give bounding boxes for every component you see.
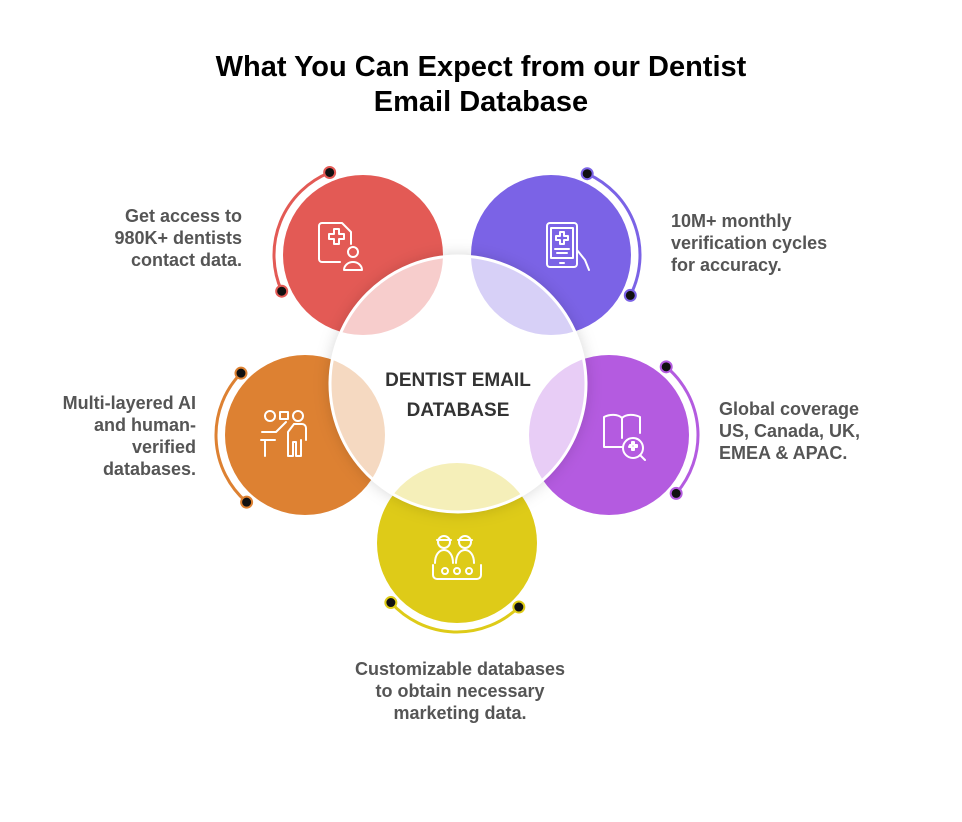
center-label: DENTIST EMAIL DATABASE — [338, 366, 578, 426]
team-workers-icon — [432, 535, 482, 580]
overlap-tint — [471, 257, 585, 335]
arc-endpoint-dot — [234, 366, 248, 380]
desc-line: 980K+ dentists — [114, 228, 242, 248]
desc-line: Customizable databases — [354, 659, 566, 679]
center-circle — [330, 256, 586, 512]
decorative-arc — [389, 601, 520, 634]
arc-endpoint-dot — [623, 288, 637, 302]
title-line: Email Database — [373, 86, 589, 118]
title-line: What You Can Expect from our Dentist — [215, 51, 747, 83]
desc-line: for accuracy. — [671, 255, 782, 275]
desc-line: databases. — [102, 459, 196, 479]
tablet-medical-icon — [546, 222, 590, 271]
book-search-medical-icon — [603, 413, 646, 461]
desc-line: US, Canada, UK, — [719, 421, 861, 441]
desc-line: Multi-layered AI — [62, 393, 196, 413]
desc-line: Get access to — [124, 206, 242, 226]
arc-endpoint-dot — [659, 360, 673, 374]
overlap-tint — [331, 257, 443, 335]
center-line: DATABASE — [406, 400, 510, 421]
desc-line: and human- — [94, 415, 196, 435]
desc-line: Global coverage — [719, 399, 860, 419]
medical-record-user-icon — [318, 222, 363, 271]
arc-endpoint-dot — [512, 600, 526, 614]
arc-endpoint-dot — [384, 596, 398, 610]
arc-endpoint-dot — [580, 167, 594, 181]
item-description-ai: Multi-layered AI and human- verified dat… — [20, 392, 196, 480]
desc-line: contact data. — [130, 250, 242, 270]
overlap-tint — [377, 463, 537, 511]
arc-endpoint-dot — [275, 284, 289, 298]
item-description-access: Get access to 980K+ dentists contact dat… — [60, 205, 242, 271]
center-line: DENTIST EMAIL — [385, 370, 531, 391]
item-description-verification: 10M+ monthly verification cycles for acc… — [671, 210, 891, 276]
desc-line: 10M+ monthly — [671, 211, 792, 231]
decorative-arc — [214, 372, 248, 504]
decorative-arc — [586, 172, 642, 297]
decorative-arc — [272, 171, 331, 292]
page-title: What You Can Expect from our Dentist Ema… — [0, 50, 962, 120]
desc-line: marketing data. — [393, 703, 527, 723]
arc-endpoint-dot — [323, 165, 337, 179]
desc-line: verification cycles — [671, 233, 828, 253]
arc-endpoint-dot — [240, 495, 254, 509]
decorative-arc — [665, 365, 700, 495]
desc-line: verified — [131, 437, 196, 457]
desc-line: EMEA & APAC. — [719, 443, 848, 463]
arc-endpoint-dot — [669, 486, 683, 500]
desc-line: to obtain necessary — [375, 681, 545, 701]
item-description-custom: Customizable databases to obtain necessa… — [300, 658, 620, 724]
item-description-coverage: Global coverage US, Canada, UK, EMEA & A… — [719, 398, 939, 464]
presenter-icon — [260, 410, 307, 457]
